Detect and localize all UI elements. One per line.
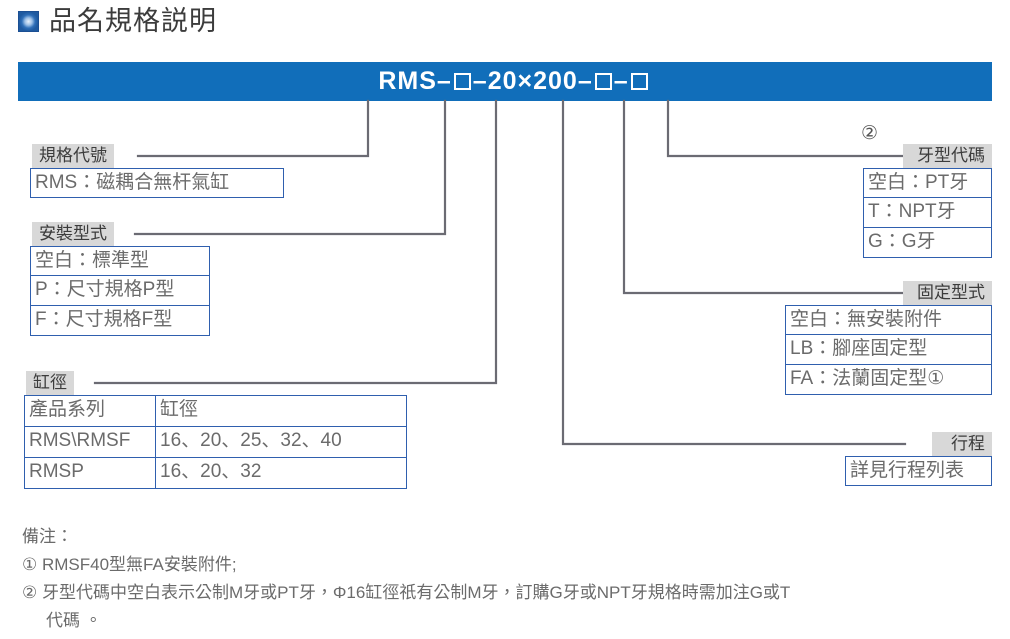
- bore-table-header-row: 產品系列 缸徑: [25, 396, 406, 426]
- mounting-type-row-3: F：尺寸規格F型: [30, 306, 210, 336]
- leader-fixing-type: [622, 99, 907, 295]
- dash-3: –: [577, 67, 593, 95]
- model-code-text: RMS––20 × 200––: [18, 62, 992, 101]
- bore-row-2-series: RMSP: [25, 458, 156, 488]
- model-stroke: 200: [533, 67, 578, 95]
- table-row: RMS\RMSF 16、20、25、32、40: [25, 426, 406, 457]
- caption-stroke: 行程: [932, 432, 992, 456]
- caption-bore: 缸徑: [26, 371, 74, 395]
- spec-code-row-1: RMS：磁耦合無杆氣缸: [30, 168, 284, 198]
- leader-spec-code: [136, 99, 370, 158]
- mounting-type-row-2: P：尺寸規格P型: [30, 276, 210, 306]
- bore-table: 產品系列 缸徑 RMS\RMSF 16、20、25、32、40 RMSP 16、…: [24, 395, 407, 489]
- caption-mounting-type: 安裝型式: [32, 222, 114, 246]
- mounting-type-row-1: 空白：標準型: [30, 246, 210, 276]
- dash-2: –: [472, 67, 488, 95]
- placeholder-box-thread: [630, 73, 648, 90]
- thread-code-row-1: 空白：PT牙: [863, 168, 992, 198]
- notes-heading: 備注：: [22, 527, 73, 546]
- fixing-type-row-3: FA：法蘭固定型①: [785, 365, 992, 395]
- leader-stroke: [561, 99, 907, 446]
- leader-bore: [93, 99, 498, 385]
- fixing-type-row-1: 空白：無安裝附件: [785, 305, 992, 335]
- model-bore: 20: [487, 67, 518, 95]
- stroke-row-1: 詳見行程列表: [845, 456, 992, 486]
- blue-square-bullet-icon: [18, 11, 39, 32]
- bore-row-1-values: 16、20、25、32、40: [160, 430, 342, 451]
- caption-spec-code: 規格代號: [32, 144, 114, 168]
- leader-mounting-type: [133, 99, 447, 236]
- model-code-band: RMS––20 × 200––: [18, 62, 992, 101]
- model-prefix: RMS: [378, 67, 437, 95]
- bore-header-series: 產品系列: [25, 396, 156, 426]
- thread-code-row-3: G：G牙: [863, 228, 992, 258]
- dash-4: –: [613, 67, 629, 95]
- note-item-2-cont: 代碼 。: [46, 611, 102, 630]
- note-item-1: ① RMSF40型無FA安裝附件;: [22, 555, 237, 574]
- leader-thread-code: [666, 99, 907, 158]
- bore-row-2-values: 16、20、32: [160, 461, 262, 482]
- table-row: RMSP 16、20、32: [25, 457, 406, 488]
- page-title: 品名規格説明: [49, 6, 217, 36]
- caption-fixing-type: 固定型式: [903, 281, 992, 305]
- caption-thread-code: 牙型代碼: [903, 144, 992, 168]
- notes-block: 備注： ① RMSF40型無FA安裝附件; ② 牙型代碼中空白表示公制M牙或PT…: [22, 523, 992, 635]
- fixing-type-row-2: LB：腳座固定型: [785, 335, 992, 365]
- footnote-marker-2: ②: [861, 123, 879, 144]
- placeholder-box-mounting: [453, 73, 471, 90]
- placeholder-box-fixing: [594, 73, 612, 90]
- dash-1: –: [436, 67, 452, 95]
- page-title-row: 品名規格説明: [18, 8, 217, 35]
- thread-code-row-2: T：NPT牙: [863, 198, 992, 228]
- bore-row-1-series: RMS\RMSF: [25, 427, 156, 457]
- note-item-2: ② 牙型代碼中空白表示公制M牙或PT牙，Φ16缸徑祇有公制M牙，訂購G牙或NPT…: [22, 583, 791, 602]
- times-symbol: ×: [517, 67, 534, 95]
- bore-header-bore: 缸徑: [160, 399, 199, 420]
